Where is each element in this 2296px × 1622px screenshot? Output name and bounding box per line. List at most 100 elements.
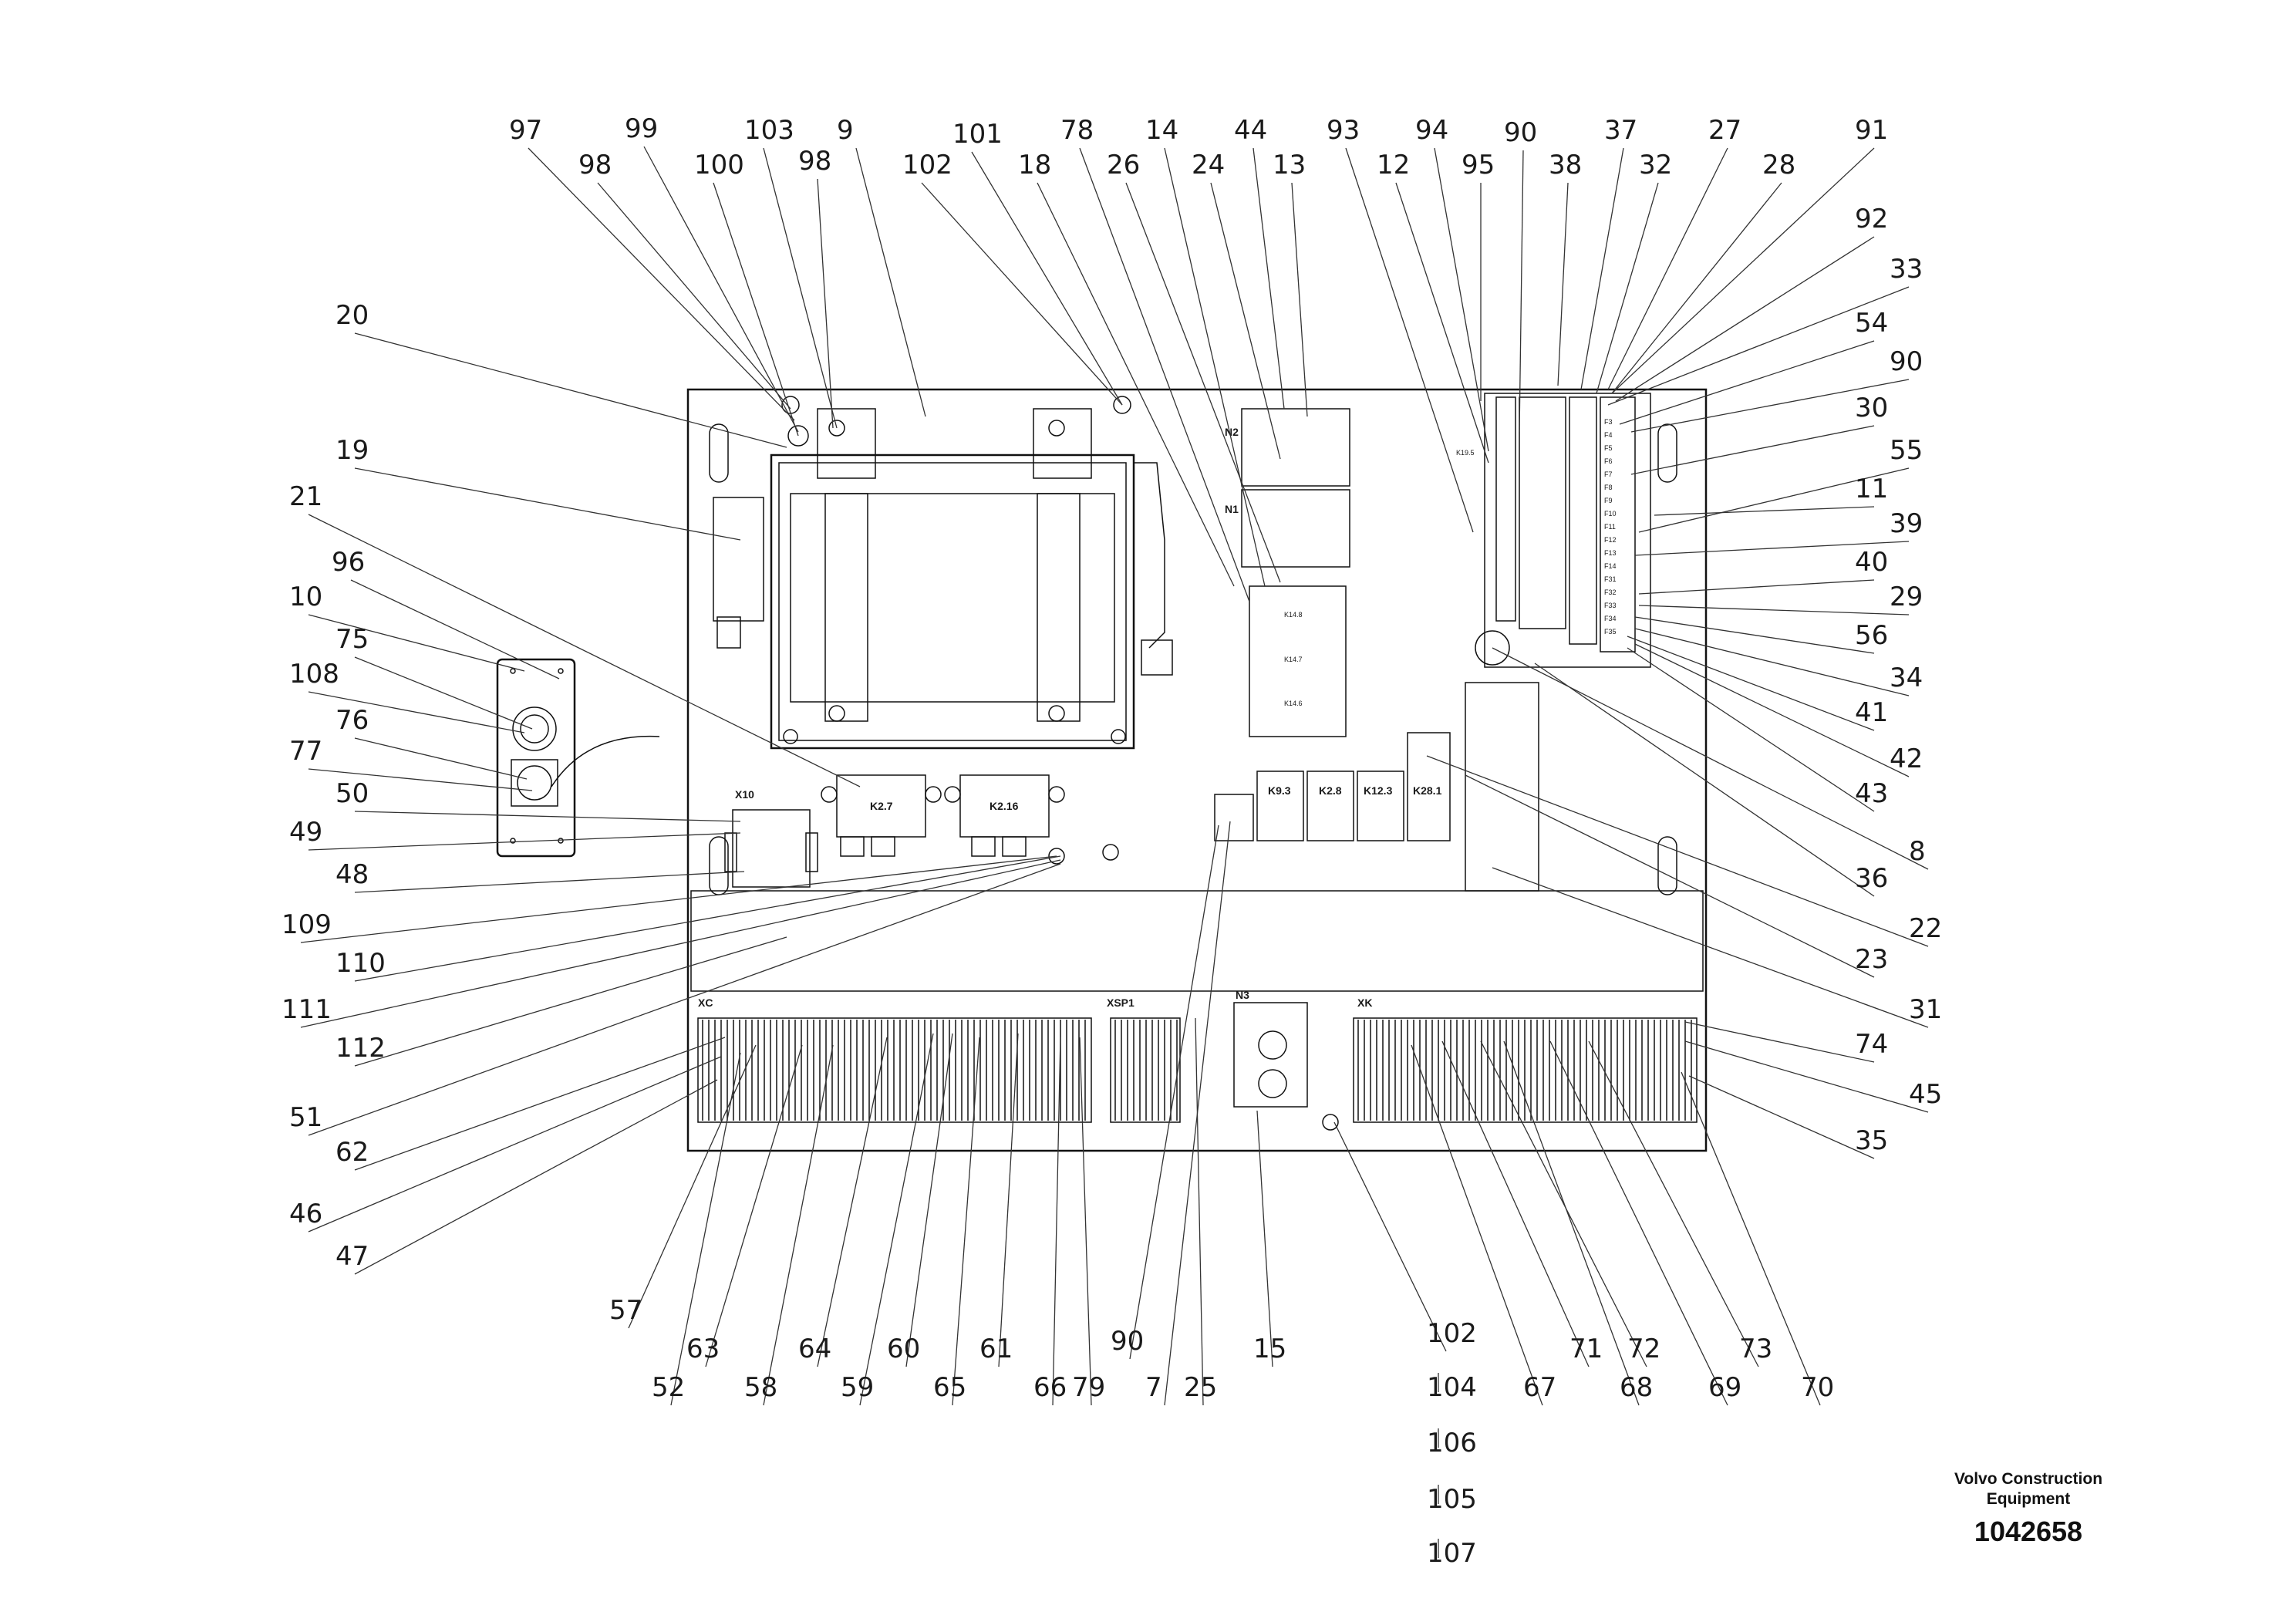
callout-c79: 79 xyxy=(1072,1372,1105,1403)
fuse-board: K19.5 F3F4F5F6F7F8F9F10F11F12F13F14F31F3… xyxy=(1456,393,1651,668)
k2-16-label: K2.16 xyxy=(990,800,1019,812)
leader-line-c52 xyxy=(670,1052,741,1406)
callout-c22: 22 xyxy=(1909,913,1942,944)
leader-line-c71 xyxy=(1441,1040,1590,1367)
leader-line-c20 xyxy=(354,332,787,448)
earth-stud-2 xyxy=(1102,844,1119,861)
callout-c78: 78 xyxy=(1060,115,1094,146)
k2-8-label: K2.8 xyxy=(1319,784,1342,797)
fuse-label: F5 xyxy=(1604,444,1613,452)
leader-line-c109 xyxy=(300,855,1057,943)
fuse-label: F3 xyxy=(1604,418,1613,426)
callout-c31: 31 xyxy=(1909,994,1942,1025)
xc-label: XC xyxy=(698,996,713,1009)
leader-line-c102b xyxy=(1333,1121,1447,1352)
leader-line-c93 xyxy=(1345,147,1474,533)
callout-c63: 63 xyxy=(686,1334,720,1364)
callout-c102b: 102 xyxy=(1427,1318,1477,1349)
fuse-label: F34 xyxy=(1604,615,1617,622)
callout-c110: 110 xyxy=(335,948,386,979)
leader-line-c75 xyxy=(354,656,533,730)
k14-6-label: K14.6 xyxy=(1284,700,1303,707)
callout-c15: 15 xyxy=(1253,1334,1286,1364)
callout-c47: 47 xyxy=(335,1241,369,1272)
n1-label: N1 xyxy=(1225,503,1239,515)
leader-line-c110 xyxy=(354,855,1061,982)
callout-c20: 20 xyxy=(335,300,369,331)
leader-line-c28 xyxy=(1611,182,1782,394)
callout-c98a: 98 xyxy=(578,150,612,180)
leader-line-c15 xyxy=(1256,1110,1273,1367)
leader-line-c29 xyxy=(1638,605,1910,615)
publisher-name-line1: Volvo Construction xyxy=(1954,1470,2103,1488)
publisher-name-line2: Equipment xyxy=(1986,1490,2071,1508)
leader-line-c10 xyxy=(308,614,525,672)
leader-line-c100 xyxy=(713,182,799,437)
callout-c62: 62 xyxy=(335,1137,369,1168)
leader-line-c33 xyxy=(1607,286,1910,406)
leader-line-c36 xyxy=(1534,663,1875,897)
k28-1-label: K28.1 xyxy=(1413,784,1442,797)
relay-k2-16: K2.16 xyxy=(944,774,1065,857)
leader-line-c62 xyxy=(354,1037,726,1171)
leader-line-c23 xyxy=(1465,774,1875,978)
callout-c48: 48 xyxy=(335,859,369,890)
leader-line-c54 xyxy=(1619,340,1875,425)
callout-c45: 45 xyxy=(1909,1079,1942,1110)
callout-c43: 43 xyxy=(1855,778,1888,809)
callout-c7: 7 xyxy=(1145,1372,1162,1403)
leader-line-c49 xyxy=(308,832,741,851)
callout-c112: 112 xyxy=(335,1033,386,1064)
callout-c49: 49 xyxy=(289,817,322,848)
leader-line-c63 xyxy=(705,1044,803,1367)
leader-line-c21 xyxy=(308,514,861,787)
leader-line-c112 xyxy=(354,936,787,1067)
leader-line-c68 xyxy=(1503,1040,1640,1406)
fuse-label: F7 xyxy=(1604,470,1613,478)
callout-c9: 9 xyxy=(837,115,854,146)
leader-line-c18 xyxy=(1037,182,1235,587)
leader-line-c56 xyxy=(1634,616,1875,654)
leader-line-c35 xyxy=(1688,1075,1875,1159)
fuse-label: F8 xyxy=(1604,484,1613,491)
callout-c65: 65 xyxy=(933,1372,966,1403)
leader-line-c44 xyxy=(1253,147,1285,410)
callout-c40: 40 xyxy=(1855,547,1888,578)
fuse-label: F10 xyxy=(1604,510,1617,518)
leader-line-c38 xyxy=(1557,182,1569,386)
leader-line-c66 xyxy=(1052,1037,1061,1406)
callout-c59: 59 xyxy=(841,1372,874,1403)
leader-line-c99 xyxy=(643,146,799,433)
leader-line-c77 xyxy=(308,768,533,791)
k2-7-label: K2.7 xyxy=(870,800,893,812)
leader-line-c48 xyxy=(354,871,745,893)
leader-line-c61 xyxy=(998,1033,1019,1367)
publisher-block: Volvo Construction Equipment 1042658 xyxy=(1913,1469,2144,1548)
leader-line-c42 xyxy=(1634,643,1910,777)
callout-c33: 33 xyxy=(1890,254,1923,285)
callout-c32: 32 xyxy=(1639,150,1672,180)
callout-c11: 11 xyxy=(1855,474,1888,504)
leader-line-c41 xyxy=(1627,636,1875,731)
relay-k2-7: K2.7 xyxy=(821,774,942,857)
leader-line-c69 xyxy=(1549,1040,1728,1406)
callout-c71: 71 xyxy=(1569,1334,1603,1364)
callout-c77: 77 xyxy=(289,736,322,767)
k9-3-label: K9.3 xyxy=(1268,784,1291,797)
fuse-label: F33 xyxy=(1604,602,1617,609)
x10-label: X10 xyxy=(735,788,754,801)
k19-5-label: K19.5 xyxy=(1456,449,1475,457)
callout-c50: 50 xyxy=(335,778,369,809)
fuse-label: F6 xyxy=(1604,457,1613,465)
leader-line-c26 xyxy=(1125,182,1281,583)
leader-line-c59 xyxy=(859,1033,934,1406)
leader-line-c60 xyxy=(905,1033,953,1367)
n2-label: N2 xyxy=(1225,426,1239,438)
callout-c26: 26 xyxy=(1107,150,1140,180)
callout-c75: 75 xyxy=(335,624,369,655)
callout-c51: 51 xyxy=(289,1102,322,1133)
callout-c98b: 98 xyxy=(798,146,831,177)
leader-line-c39 xyxy=(1634,541,1910,556)
